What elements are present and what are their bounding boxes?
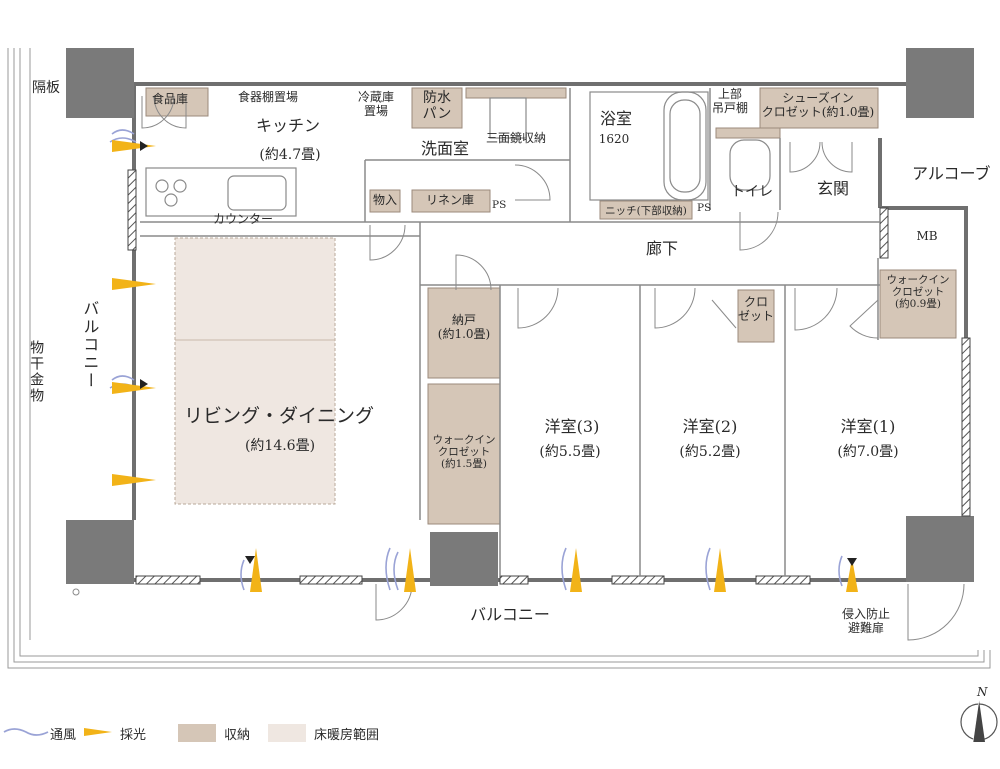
linen-box bbox=[411, 189, 491, 213]
column-top-left bbox=[66, 48, 134, 118]
counter-label: カウンター bbox=[213, 212, 274, 226]
upper-shelf-label: 上部 吊戸棚 bbox=[711, 87, 749, 115]
legend-wind: 通風 bbox=[50, 722, 76, 744]
waterproof-pan-box bbox=[411, 87, 463, 129]
balcony-side-label: バルコニー bbox=[80, 300, 100, 390]
legend-storage: 収納 bbox=[178, 722, 250, 744]
linen-label: リネン庫 bbox=[425, 193, 475, 207]
room1-size-label: (約7.0畳) bbox=[837, 444, 899, 460]
column-middle bbox=[430, 532, 498, 586]
shoe-closet-label: シューズイン クロゼット(約1.0畳) bbox=[761, 91, 875, 119]
legend-floor-heating: 床暖房範囲 bbox=[268, 722, 379, 744]
wic-small-box bbox=[879, 269, 957, 339]
mb-label: MB bbox=[916, 229, 938, 243]
ps-label-1: PS bbox=[492, 199, 507, 211]
kitchen-counter bbox=[145, 167, 297, 217]
closet-box bbox=[737, 289, 775, 343]
column-bottom-right bbox=[906, 516, 974, 582]
partitions bbox=[140, 88, 880, 576]
legend-light: 採光 bbox=[120, 722, 146, 744]
washroom-label: 洗面室 bbox=[420, 139, 470, 158]
room3-label: 洋室(3) bbox=[544, 417, 600, 436]
storage-swatch bbox=[178, 724, 216, 742]
drain-mark bbox=[72, 588, 80, 596]
floor-heating-area bbox=[174, 237, 336, 505]
pantry-label: 食品庫 bbox=[152, 92, 189, 106]
room3-size-label: (約5.5畳) bbox=[539, 444, 601, 460]
mirror-storage-label: 三面鏡収納 bbox=[486, 131, 547, 145]
upper-shelf-box bbox=[715, 127, 781, 139]
columns bbox=[66, 48, 974, 586]
wic-large-label: ウォークイン クロゼット (約1.5畳) bbox=[432, 434, 496, 471]
ps-label-2: PS bbox=[697, 202, 712, 214]
wind-icon bbox=[3, 728, 49, 736]
storeroom-label: 納戸 (約1.0畳) bbox=[437, 313, 491, 341]
light-arrows bbox=[112, 140, 858, 592]
shoe-closet-box bbox=[759, 87, 879, 129]
legend-floor-heating-label: 床暖房範囲 bbox=[314, 727, 380, 743]
escape-door-label: 侵入防止 避難扉 bbox=[841, 607, 891, 635]
niche-box bbox=[599, 200, 693, 220]
room1-label: 洋室(1) bbox=[840, 417, 896, 436]
compass bbox=[960, 699, 998, 743]
room2-size-label: (約5.2畳) bbox=[679, 444, 741, 460]
wic-large-box bbox=[427, 383, 501, 525]
living-size-label: (約14.6畳) bbox=[244, 438, 316, 454]
living-label: リビング・ダイニング bbox=[183, 405, 375, 427]
bath-fixtures bbox=[489, 91, 771, 201]
hatched-walls bbox=[127, 169, 971, 585]
kitchen-size-label: (約4.7畳) bbox=[259, 147, 321, 163]
alcove-label: アルコーブ bbox=[912, 164, 991, 183]
fridge-area-label: 冷蔵庫 置場 bbox=[357, 90, 395, 118]
partition-label: 隔板 bbox=[32, 80, 60, 96]
niche-label: ニッチ(下部収納) bbox=[605, 205, 687, 217]
waterproof-pan-label: 防水 パン bbox=[422, 90, 452, 123]
corridor-label: 廊下 bbox=[645, 239, 679, 258]
kitchen-label: キッチン bbox=[255, 116, 321, 135]
north-label: N bbox=[977, 685, 988, 699]
drying-hardware-label: 物干金物 bbox=[28, 340, 45, 404]
room2-label: 洋室(2) bbox=[682, 417, 738, 436]
bathroom-size-label: 1620 bbox=[598, 132, 630, 146]
balcony-bottom-label: バルコニー bbox=[470, 605, 550, 624]
storage-small-box bbox=[369, 189, 401, 213]
toilet-label: トイレ bbox=[731, 184, 773, 200]
storage-blocks bbox=[145, 87, 957, 525]
bathroom-label: 浴室 bbox=[599, 109, 633, 128]
floor-heating-swatch bbox=[268, 724, 306, 742]
legend-storage-label: 収納 bbox=[224, 727, 251, 743]
cupboard-area-label: 食器棚置場 bbox=[238, 90, 299, 104]
doors bbox=[141, 95, 965, 641]
legend-graphics bbox=[3, 728, 112, 736]
light-icon bbox=[84, 728, 112, 736]
legend-wind-label: 通風 bbox=[50, 727, 77, 743]
pantry-box bbox=[145, 87, 209, 117]
column-bottom-left bbox=[66, 520, 134, 584]
mirror-storage-box bbox=[465, 87, 567, 99]
wind-marks bbox=[109, 129, 843, 591]
balcony-railing bbox=[7, 48, 991, 669]
legend-light-label: 採光 bbox=[120, 727, 147, 743]
wic-small-label: ウォークイン クロゼット (約0.9畳) bbox=[886, 274, 950, 311]
column-top-right bbox=[906, 48, 974, 118]
storage-small-label: 物入 bbox=[372, 193, 398, 207]
inlet-markers bbox=[140, 141, 857, 566]
entrance-label: 玄関 bbox=[816, 179, 850, 198]
closet-label: クロ ゼット bbox=[737, 295, 775, 323]
